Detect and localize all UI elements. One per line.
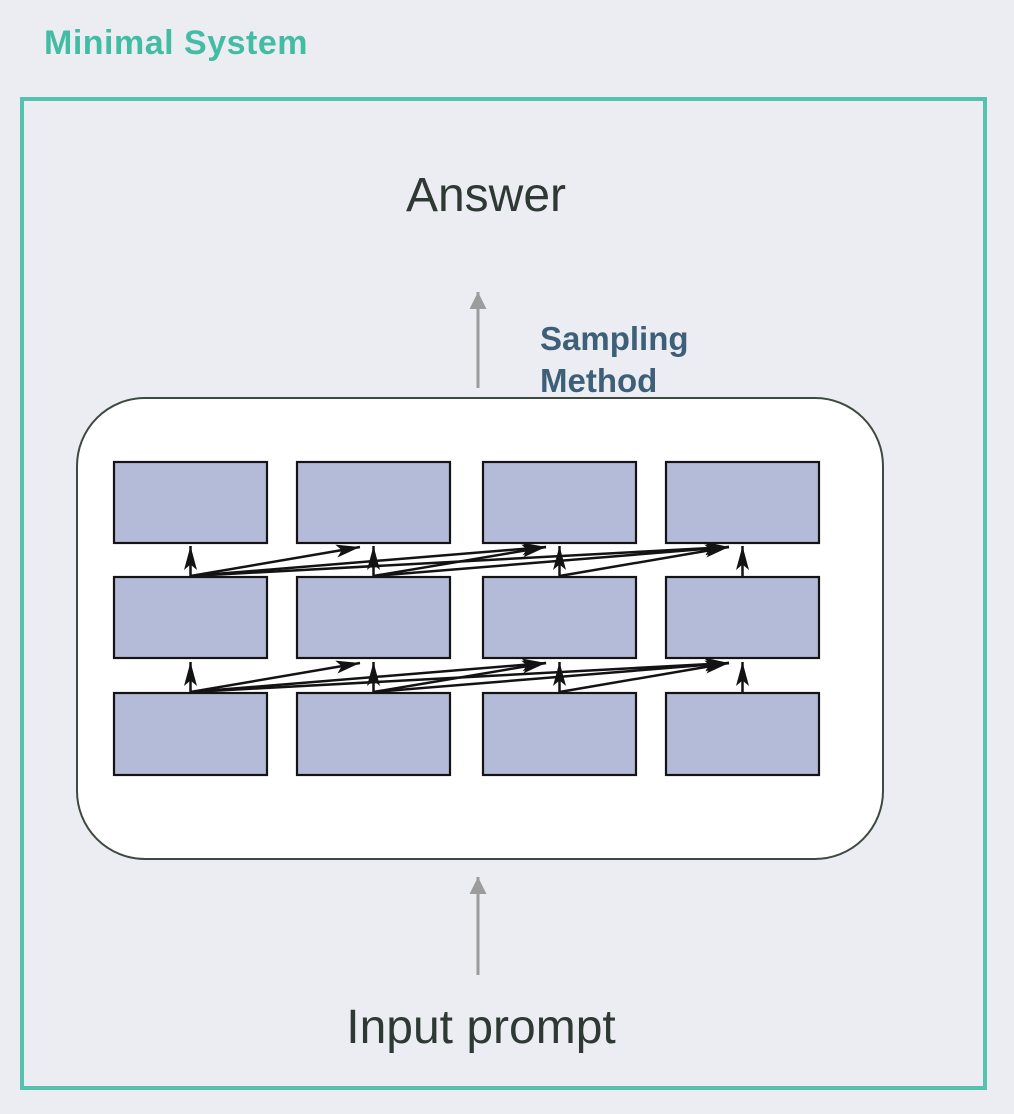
arrow-r3c2-to-r2c4 xyxy=(373,658,730,694)
candidate-box-r2-c4 xyxy=(664,575,821,660)
arrow-r2c3-to-r1c4 xyxy=(559,544,730,578)
candidate-box-r1-c2 xyxy=(295,460,452,545)
arrow-r3c1-to-r2c2 xyxy=(190,660,361,694)
answer-label: Answer xyxy=(405,169,567,222)
candidate-box-r2-c1 xyxy=(112,575,269,660)
sampling-method-label: Sampling Method xyxy=(540,320,689,400)
candidate-box-r2-c2 xyxy=(295,575,452,660)
system-frame xyxy=(20,97,987,1090)
arrow-r3c3-to-r2c4 xyxy=(559,660,730,694)
diagram-title: Minimal System xyxy=(44,24,308,62)
arrow-r2c1-to-r1c2 xyxy=(190,544,361,578)
arrow-r3c2-to-r2c3 xyxy=(373,660,547,694)
candidate-box-r3-c2 xyxy=(295,691,452,777)
arrow-r2c2-to-r1c3 xyxy=(373,544,547,578)
arrow-r2c2-to-r1c4 xyxy=(373,542,730,578)
candidate-box-r1-c3 xyxy=(481,460,638,545)
input-prompt-label: Input prompt xyxy=(346,1001,616,1054)
candidate-box-r2-c3 xyxy=(481,575,638,660)
candidate-box-r3-c1 xyxy=(112,691,269,777)
candidate-box-r1-c1 xyxy=(112,460,269,545)
candidate-box-r3-c3 xyxy=(481,691,638,777)
arrow-r3c1-to-r2c3 xyxy=(190,658,547,694)
candidate-box-r1-c4 xyxy=(664,460,821,545)
candidate-box-r3-c4 xyxy=(664,691,821,777)
arrow-r2c1-to-r1c3 xyxy=(190,542,547,578)
